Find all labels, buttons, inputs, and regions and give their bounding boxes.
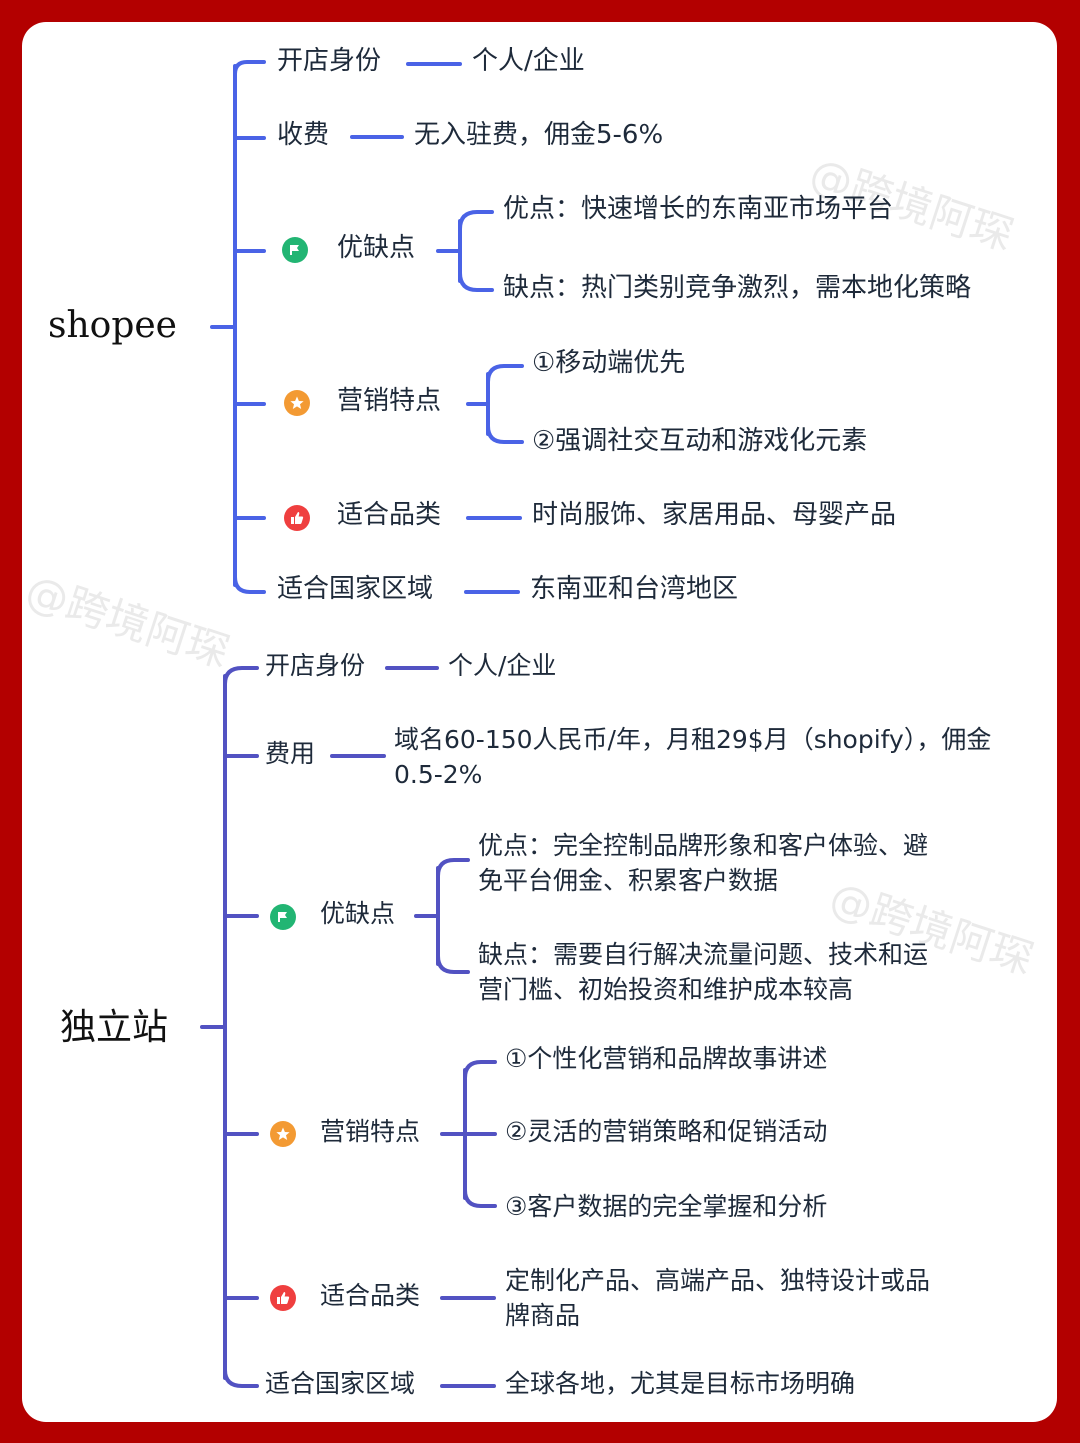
independent-identity-value: 个人/企业 [448,651,557,680]
shopee-marketing-label: 营销特点 [337,386,442,416]
independent-region-label: 适合国家区域 [265,1369,416,1398]
shopee-region-label: 适合国家区域 [277,574,434,604]
independent-category-value: 定制化产品、高端产品、独特设计或品牌商品 [505,1266,931,1330]
shopee-fee-label: 收费 [277,120,330,150]
independent-marketing-label: 营销特点 [320,1117,421,1146]
independent-identity-label: 开店身份 [265,651,366,680]
flag-icon [282,237,308,263]
connector-lines [200,60,524,1388]
shopee-pros: 优点：快速增长的东南亚市场平台 [503,194,894,224]
independent-fee-label: 费用 [265,739,316,768]
shopee-category-label: 适合品类 [337,500,442,530]
independent-marketing-3: ③客户数据的完全掌握和分析 [505,1192,828,1221]
shopee-marketing-2: ②强调社交互动和游戏化元素 [532,426,868,456]
shopee-identity-label: 开店身份 [277,46,382,76]
shopee-cons: 缺点：热门类别竞争激烈，需本地化策略 [503,273,972,303]
thumbs-up-icon [284,505,310,531]
shopee-fee-value: 无入驻费，佣金5-6% [414,120,664,150]
shopee-pros-cons-label: 优缺点 [337,233,416,263]
independent-marketing-1: ①个性化营销和品牌故事讲述 [505,1044,828,1073]
star-icon [270,1121,296,1147]
star-icon [284,390,310,416]
shopee-category-value: 时尚服饰、家居用品、母婴产品 [532,500,897,530]
shopee-marketing-1: ①移动端优先 [532,348,686,378]
independent-region-value: 全球各地，尤其是目标市场明确 [505,1369,856,1398]
flag-icon [270,904,296,930]
independent-root: 独立站 [60,1007,169,1048]
shopee-root: shopee [48,305,177,346]
independent-category-label: 适合品类 [320,1281,421,1310]
independent-cons: 缺点：需要自行解决流量问题、技术和运营门槛、初始投资和维护成本较高 [478,940,929,1004]
shopee-region-value: 东南亚和台湾地区 [530,574,739,604]
independent-pros-cons-label: 优缺点 [320,899,396,928]
independent-marketing-2: ②灵活的营销策略和促销活动 [505,1117,828,1146]
mind-map-card: @跨境阿琛 @跨境阿琛 @跨境阿琛 shopee 开店身份 个人/企业 收费 无… [22,22,1057,1422]
independent-pros: 优点：完全控制品牌形象和客户体验、避免平台佣金、积累客户数据 [478,831,929,895]
independent-fee-value: 域名60-150人民币/年，月租29$月（shopify），佣金0.5-2% [394,725,992,789]
shopee-identity-value: 个人/企业 [472,46,585,76]
thumbs-up-icon [270,1285,296,1311]
